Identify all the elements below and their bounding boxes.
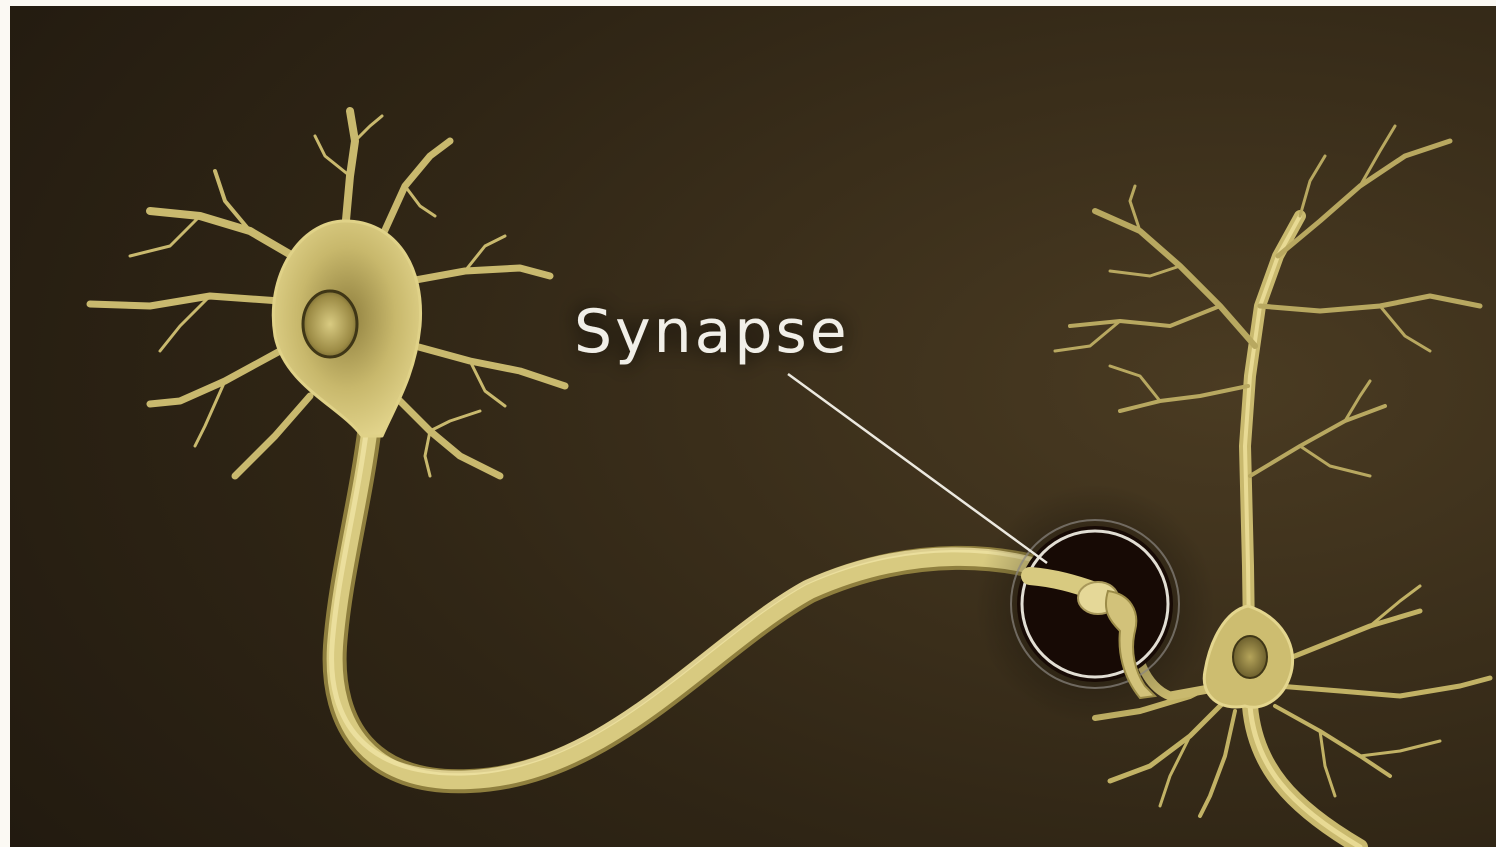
background <box>10 6 1496 847</box>
nucleus-left <box>303 291 357 357</box>
synapse-diagram: Synapse <box>10 6 1496 847</box>
nucleus-right <box>1233 636 1267 678</box>
synapse-label: Synapse <box>574 297 850 367</box>
diagram-canvas: Synapse <box>10 6 1496 847</box>
synapse-callout <box>975 484 1215 724</box>
